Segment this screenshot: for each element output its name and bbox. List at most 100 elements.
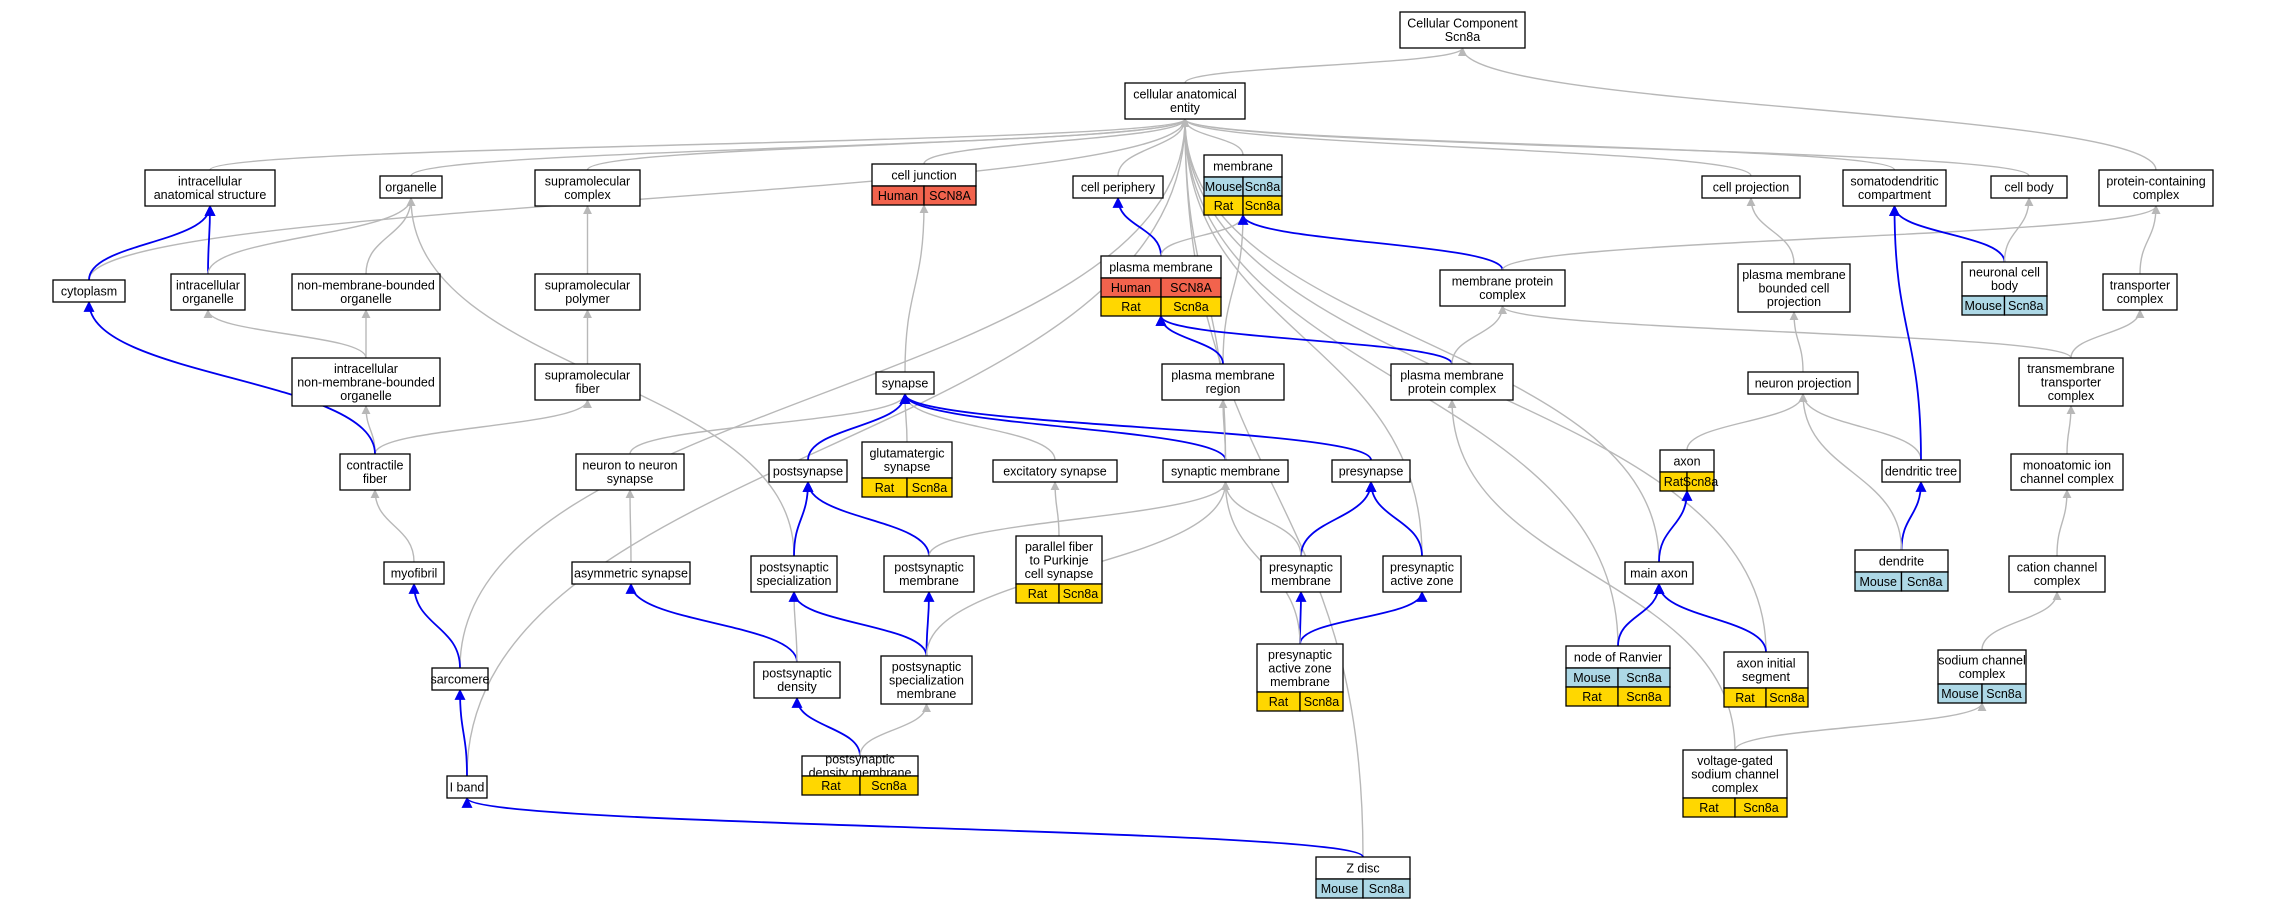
- node-mainaxon[interactable]: main axon: [1624, 561, 1694, 585]
- node-box-synapse: [875, 371, 935, 395]
- node-cproj[interactable]: cell projection: [1701, 175, 1801, 199]
- node-postsyn[interactable]: postsynapse: [768, 459, 848, 483]
- node-sm[interactable]: synaptic membrane: [1162, 459, 1289, 483]
- edge-inmbo-to-io: [203, 309, 367, 359]
- gene-cell-pfpcs: [1058, 583, 1103, 604]
- node-box-mainaxon: [1624, 561, 1694, 585]
- edge-pcc-to-cc: [1458, 47, 2157, 171]
- node-label-mainaxon: main axon: [1630, 566, 1688, 580]
- node-label-pmbcp: plasma membrane: [1742, 268, 1846, 282]
- gene-label-vgscc: Scn8a: [1743, 801, 1778, 815]
- node-myo[interactable]: myofibril: [383, 561, 445, 585]
- node-sarc[interactable]: sarcomere: [430, 667, 490, 691]
- node-label-dt: dendritic tree: [1885, 464, 1957, 478]
- node-label-micc: monoatomic ion: [2023, 459, 2111, 473]
- node-label-np: neuron projection: [1755, 376, 1852, 390]
- node-label-sdc: somatodendritic: [1850, 175, 1938, 189]
- node-label-organelle: organelle: [385, 180, 436, 194]
- edge-pmr-to-membrane: [1222, 214, 1248, 365]
- node-box-smp: [534, 273, 641, 311]
- gene-cell-vgscc: [1734, 797, 1788, 818]
- node-iband[interactable]: I band: [446, 775, 488, 799]
- node-box-pfpcs: [1015, 535, 1103, 585]
- gene-label-axon: Scn8a: [1683, 475, 1718, 489]
- node-label-io: intracellular: [176, 279, 240, 293]
- node-es[interactable]: excitatory synapse: [992, 459, 1118, 483]
- edge-vgscc-to-scc: [1734, 702, 1987, 751]
- species-label-gs: Rat: [875, 481, 895, 495]
- edge-cf-to-smf: [374, 399, 592, 455]
- node-box-paz: [1382, 555, 1462, 593]
- edge-nor-to-mainaxon: [1617, 582, 1665, 647]
- node-inmbo[interactable]: intracellularnon-membrane-boundedorganel…: [291, 357, 441, 407]
- node-label-axon: axon: [1673, 454, 1700, 468]
- node-box-pazm: [1256, 643, 1344, 693]
- edge-pmpc-to-mpc: [1451, 305, 1507, 365]
- node-cp[interactable]: cell periphery: [1072, 175, 1164, 199]
- node-cb[interactable]: cell body: [1990, 175, 2068, 199]
- edge-nmbo-to-organelle: [365, 197, 416, 275]
- edge-np-to-pmbcp: [1789, 311, 1804, 373]
- edge-iband-to-cae: [466, 118, 1190, 777]
- node-label-ais: axon initial: [1736, 657, 1795, 671]
- node-label-pssm: specialization: [889, 673, 964, 687]
- edge-cb-to-cae: [1180, 118, 2030, 177]
- node-cyto[interactable]: cytoplasm: [52, 279, 126, 303]
- edge-cj-to-cae: [923, 118, 1190, 165]
- node-asyn[interactable]: asymmetric synapse: [571, 561, 691, 585]
- edge-dt-to-np: [1798, 393, 1922, 461]
- node-np[interactable]: neuron projection: [1747, 371, 1859, 395]
- edge-tmtc-to-tc: [2070, 309, 2145, 359]
- node-synapse[interactable]: synapse: [875, 371, 935, 395]
- node-organelle[interactable]: organelle: [379, 175, 443, 199]
- gene-label-membrane: Scn8a: [1245, 199, 1280, 213]
- node-dt[interactable]: dendritic tree: [1881, 459, 1961, 483]
- edge-sarc-to-myo: [408, 582, 461, 669]
- node-label-pmbcp: bounded cell: [1759, 281, 1830, 295]
- node-label-pfpcs: cell synapse: [1025, 567, 1094, 581]
- node-presyn[interactable]: presynapse: [1331, 459, 1411, 483]
- gene-cell-gs: [906, 477, 953, 498]
